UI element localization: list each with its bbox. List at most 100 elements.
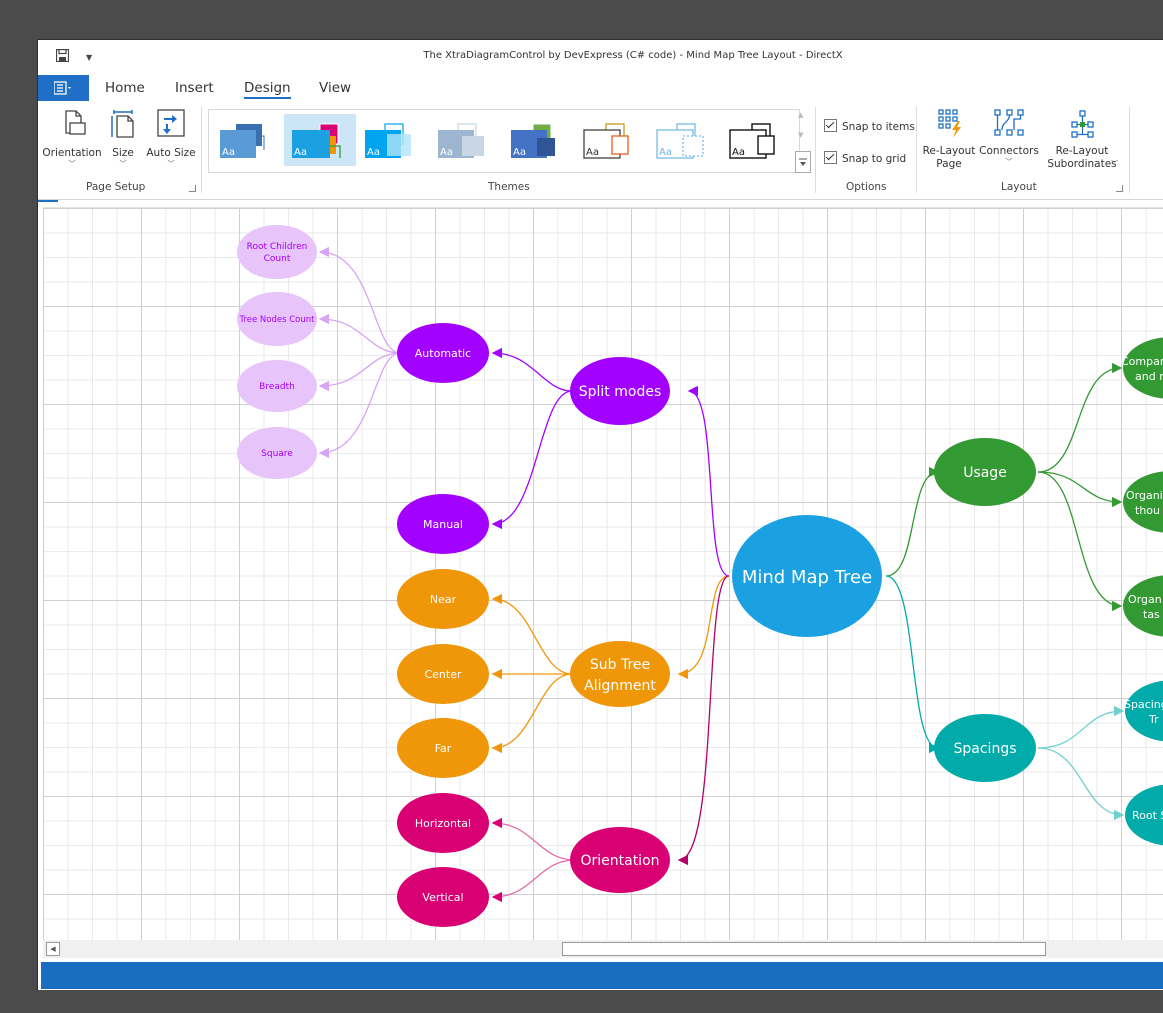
node-sub-tree-alignment[interactable]: Sub Tree Alignment xyxy=(570,641,670,707)
theme-item-7[interactable]: Aa xyxy=(649,114,721,166)
size-button[interactable]: Size ﹀ xyxy=(106,109,140,168)
auto-size-label: Auto Size xyxy=(146,147,196,159)
quick-access-dropdown-icon[interactable]: ▼ xyxy=(86,53,93,62)
diagram-canvas[interactable]: Root Children Count Tree Nodes Count Bre… xyxy=(43,207,1163,941)
theme-item-2[interactable]: Aa xyxy=(284,114,356,166)
node-spacings[interactable]: Spacings xyxy=(934,714,1036,782)
node-label: Tr xyxy=(1148,713,1159,726)
theme-preview-icon: Aa xyxy=(656,123,704,159)
gallery-expand-icon xyxy=(799,158,807,166)
snap-to-items-label: Snap to items xyxy=(842,121,915,133)
save-icon[interactable] xyxy=(56,49,69,62)
node-usage-child-3[interactable]: Organ tas xyxy=(1123,575,1163,637)
checkbox-checked-icon xyxy=(824,151,837,164)
menu-icon xyxy=(54,81,71,95)
node-label: Square xyxy=(261,449,293,459)
relayout-subordinates-button[interactable]: Re-Layout Subordinates xyxy=(1042,107,1122,171)
relayout-page-icon xyxy=(938,109,961,138)
node-usage[interactable]: Usage xyxy=(934,438,1036,506)
node-split-modes[interactable]: Split modes xyxy=(570,357,670,425)
node-tree-nodes-count[interactable]: Tree Nodes Count xyxy=(237,292,317,346)
connectors-label: Connectors xyxy=(979,145,1039,157)
tab-view[interactable]: View xyxy=(319,80,352,96)
relayout-page-label-2: Page xyxy=(936,158,962,170)
node-vertical[interactable]: Vertical xyxy=(397,867,489,927)
layout-launcher-icon[interactable] xyxy=(1116,185,1123,192)
node-manual[interactable]: Manual xyxy=(397,494,489,554)
node-label: Center xyxy=(424,668,462,681)
auto-size-icon xyxy=(157,109,185,137)
node-square[interactable]: Square xyxy=(237,427,317,479)
node-orientation[interactable]: Orientation xyxy=(570,827,670,893)
node-automatic[interactable]: Automatic xyxy=(397,323,489,383)
orientation-button[interactable]: Orientation ﹀ xyxy=(41,109,103,168)
node-label: Spacings xyxy=(954,741,1017,757)
theme-item-3[interactable]: Aa xyxy=(357,114,429,166)
node-root-children-count[interactable]: Root Children Count xyxy=(237,225,317,279)
node-label: Sub Tree xyxy=(590,657,650,673)
node-label: tas xyxy=(1143,608,1160,621)
tab-insert[interactable]: Insert xyxy=(175,80,214,96)
checkbox-checked-icon xyxy=(824,119,837,132)
theme-item-1[interactable]: Aa xyxy=(212,114,284,166)
themes-group-label: Themes xyxy=(488,181,530,193)
node-breadth[interactable]: Breadth xyxy=(237,360,317,412)
node-mind-map-tree-root[interactable]: Mind Map Tree xyxy=(732,515,882,637)
layout-group-label: Layout xyxy=(1001,181,1037,193)
svg-text:Aa: Aa xyxy=(659,147,672,158)
relayout-page-label: Re-Layout xyxy=(922,145,976,157)
gallery-more-button[interactable] xyxy=(795,151,811,173)
chevron-down-icon: ﹀ xyxy=(119,160,127,168)
node-usage-child-2[interactable]: Organi thou xyxy=(1123,471,1163,533)
chevron-down-icon: ﹀ xyxy=(68,160,76,168)
theme-item-8[interactable]: Aa xyxy=(722,114,794,166)
node-label: Root Children xyxy=(247,242,308,252)
group-separator xyxy=(201,107,202,193)
chevron-down-icon: ﹀ xyxy=(167,160,175,168)
theme-preview-icon: Aa xyxy=(583,123,629,159)
svg-text:Aa: Aa xyxy=(367,147,380,158)
ribbon-tabs: Home Insert Design View xyxy=(38,73,1163,103)
gallery-scroll-up-icon[interactable]: ▲ xyxy=(798,111,804,119)
theme-preview-icon: Aa xyxy=(220,124,265,158)
tab-home[interactable]: Home xyxy=(105,80,145,96)
ribbon-design: Orientation ﹀ Size ﹀ Auto Siz xyxy=(38,103,1163,200)
snap-to-grid-label: Snap to grid xyxy=(842,153,907,165)
scroll-left-icon[interactable]: ◀ xyxy=(46,942,60,956)
node-spacings-child-2[interactable]: Root S xyxy=(1125,784,1163,846)
auto-size-button[interactable]: Auto Size ﹀ xyxy=(145,107,197,168)
tab-design[interactable]: Design xyxy=(244,80,291,99)
app-window: ▼ The XtraDiagramControl by DevExpress (… xyxy=(37,39,1163,990)
scrollbar-thumb[interactable] xyxy=(562,942,1046,956)
svg-text:Aa: Aa xyxy=(294,147,307,158)
size-label: Size xyxy=(112,147,134,159)
gallery-scroll-down-icon[interactable]: ▼ xyxy=(798,131,804,139)
theme-item-6[interactable]: Aa xyxy=(576,114,648,166)
node-usage-child-1[interactable]: Compar and m xyxy=(1121,337,1163,399)
page-setup-launcher-icon[interactable] xyxy=(189,185,196,192)
node-near[interactable]: Near xyxy=(397,569,489,629)
node-spacings-child-1[interactable]: Spacing Tr xyxy=(1124,680,1163,742)
node-label: Organi xyxy=(1126,489,1163,502)
theme-preview-icon: Aa xyxy=(729,123,775,159)
node-label: Vertical xyxy=(422,891,463,904)
theme-preview-icon: Aa xyxy=(365,123,411,158)
node-center[interactable]: Center xyxy=(397,644,489,704)
relayout-page-button[interactable]: Re-Layout Page xyxy=(920,107,978,171)
snap-to-items-checkbox[interactable]: Snap to items xyxy=(824,119,915,133)
file-menu-button[interactable] xyxy=(38,75,89,101)
node-label: Horizontal xyxy=(415,817,471,830)
node-label: Far xyxy=(435,742,452,755)
svg-text:Aa: Aa xyxy=(732,147,745,158)
page-size-icon xyxy=(111,110,134,138)
node-far[interactable]: Far xyxy=(397,718,489,778)
horizontal-scrollbar[interactable]: ◀ xyxy=(43,940,1163,958)
document-tab-indicator xyxy=(38,200,58,202)
node-label: Alignment xyxy=(584,678,656,694)
connectors-button[interactable]: Connectors ﹀ xyxy=(978,107,1040,166)
snap-to-grid-checkbox[interactable]: Snap to grid xyxy=(824,151,906,165)
theme-item-5[interactable]: Aa xyxy=(503,114,575,166)
node-horizontal[interactable]: Horizontal xyxy=(397,793,489,853)
theme-item-4[interactable]: Aa xyxy=(430,114,502,166)
window-title: The XtraDiagramControl by DevExpress (C#… xyxy=(423,50,843,61)
